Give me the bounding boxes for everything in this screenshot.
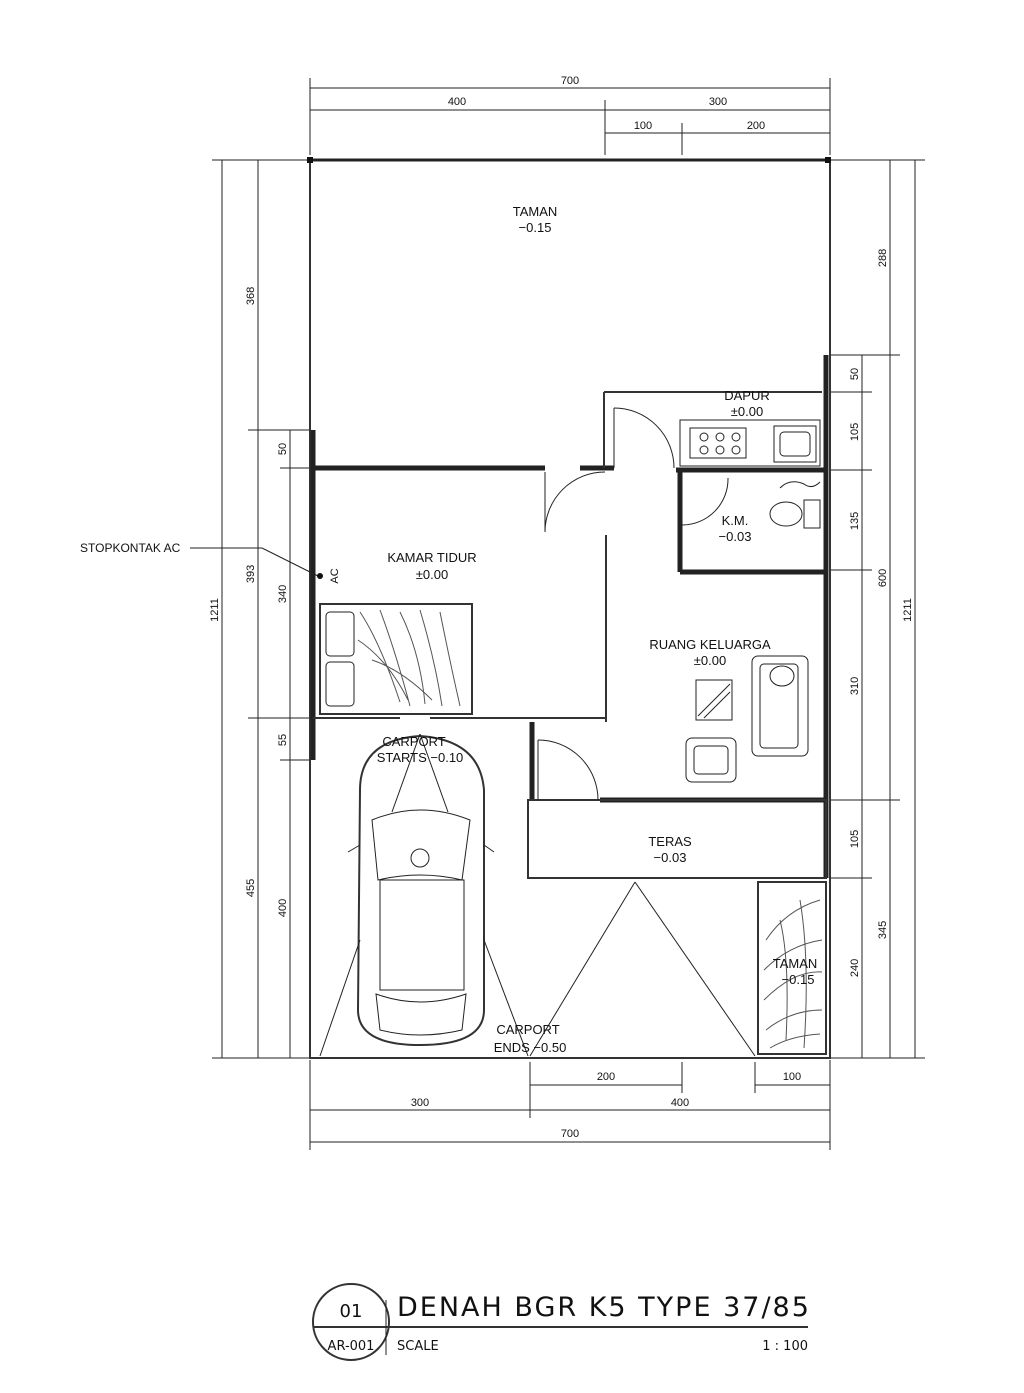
dim-left-455: 455 [245,879,257,897]
dim-right-50: 50 [849,368,861,380]
room-name-taman-bottom: TAMAN [773,956,818,971]
ac-label: AC [329,568,341,583]
building-walls [310,355,829,1055]
garden-hatch [763,899,823,1049]
dim-bottom-sub-100: 100 [783,1071,801,1083]
room-level-taman-top: −0.15 [519,220,552,235]
title-block: 01 AR-001 DENAH BGR K5 TYPE 37/85 SCALE … [312,1283,811,1361]
room-level-taman-bottom: −0.15 [782,972,815,987]
dim-bottom-total: 700 [561,1128,579,1140]
room-name-dapur: DAPUR [724,388,770,403]
room-level-teras: −0.03 [654,850,687,865]
left-dimensions: 1211 368 393 455 50 340 55 400 [209,159,310,1059]
dim-bottom-right: 400 [671,1097,689,1109]
room-name-kamar-tidur: KAMAR TIDUR [387,550,476,565]
stove-icon [689,427,747,459]
outlet-icon [317,573,323,579]
dim-right-288: 288 [877,249,889,267]
room-name-km: K.M. [722,513,749,528]
site-boundary [307,157,831,1059]
room-level-dapur: ±0.00 [731,404,763,419]
dim-left-368: 368 [245,287,257,305]
dim-bottom-left: 300 [411,1097,429,1109]
dim-left-400: 400 [277,899,289,917]
detail-number: 01 [340,1301,363,1322]
dim-left-55: 55 [277,734,289,746]
scale-label: SCALE [397,1339,439,1354]
room-level-carport-ends: ENDS −0.50 [494,1040,567,1055]
room-level-km: −0.03 [719,529,752,544]
car-icon [347,734,495,1047]
detail-bubble [312,1283,390,1361]
room-level-kamar-tidur: ±0.00 [416,567,448,582]
armchair-icon [685,737,737,783]
dim-right-345: 345 [877,921,889,939]
dim-bottom-sub-200: 200 [597,1071,615,1083]
room-name-carport-ends: CARPORT [496,1022,559,1037]
dim-right-240: 240 [849,959,861,977]
dim-left-340: 340 [277,585,289,603]
sheet-number: AR-001 [328,1339,375,1354]
drawing-title: DENAH BGR K5 TYPE 37/85 [397,1292,811,1323]
dim-top-sub-200: 200 [747,120,765,132]
dim-right-105a: 105 [849,423,861,441]
dim-right-310: 310 [849,677,861,695]
top-dimensions: 700 400 300 100 200 [309,75,831,155]
dim-right-135: 135 [849,512,861,530]
room-name-carport-starts: CARPORT [382,734,445,749]
dim-right-total: 1211 [902,598,914,622]
dim-top-left: 400 [448,96,466,108]
dim-left-393: 393 [245,565,257,583]
kitchen-fixtures [679,419,821,467]
dim-right-105b: 105 [849,830,861,848]
stopkontak-annotation: STOPKONTAK AC AC [80,541,341,584]
doors [537,407,729,801]
room-name-ruang-keluarga: RUANG KELUARGA [649,637,771,652]
dim-top-total: 700 [561,75,579,87]
room-name-taman-top: TAMAN [513,204,558,219]
stopkontak-label: STOPKONTAK AC [80,541,181,555]
room-labels: TAMAN −0.15 DAPUR ±0.00 KAMAR TIDUR ±0.0… [377,204,818,1055]
bottom-dimensions: 200 100 300 400 700 [309,1060,831,1150]
sofa-icon [751,655,809,757]
bathroom-fixtures [769,481,821,529]
carport-guides [319,733,756,1057]
room-level-carport-starts: STARTS −0.10 [377,750,464,765]
toilet-icon [769,501,803,527]
room-name-teras: TERAS [648,834,692,849]
dim-left-total: 1211 [209,598,221,622]
sink-icon [773,425,817,463]
dim-left-50: 50 [277,443,289,455]
dim-right-600: 600 [877,569,889,587]
bed-icon [319,603,473,715]
scale-value: 1 : 100 [762,1339,808,1354]
bed [319,603,473,715]
living-furniture [685,655,809,783]
room-level-ruang-keluarga: ±0.00 [694,653,726,668]
dim-top-right: 300 [709,96,727,108]
dim-top-sub-100: 100 [634,120,652,132]
right-dimensions: 1211 288 600 345 50 105 135 310 105 240 [830,159,925,1059]
coffee-table-icon [695,679,733,721]
